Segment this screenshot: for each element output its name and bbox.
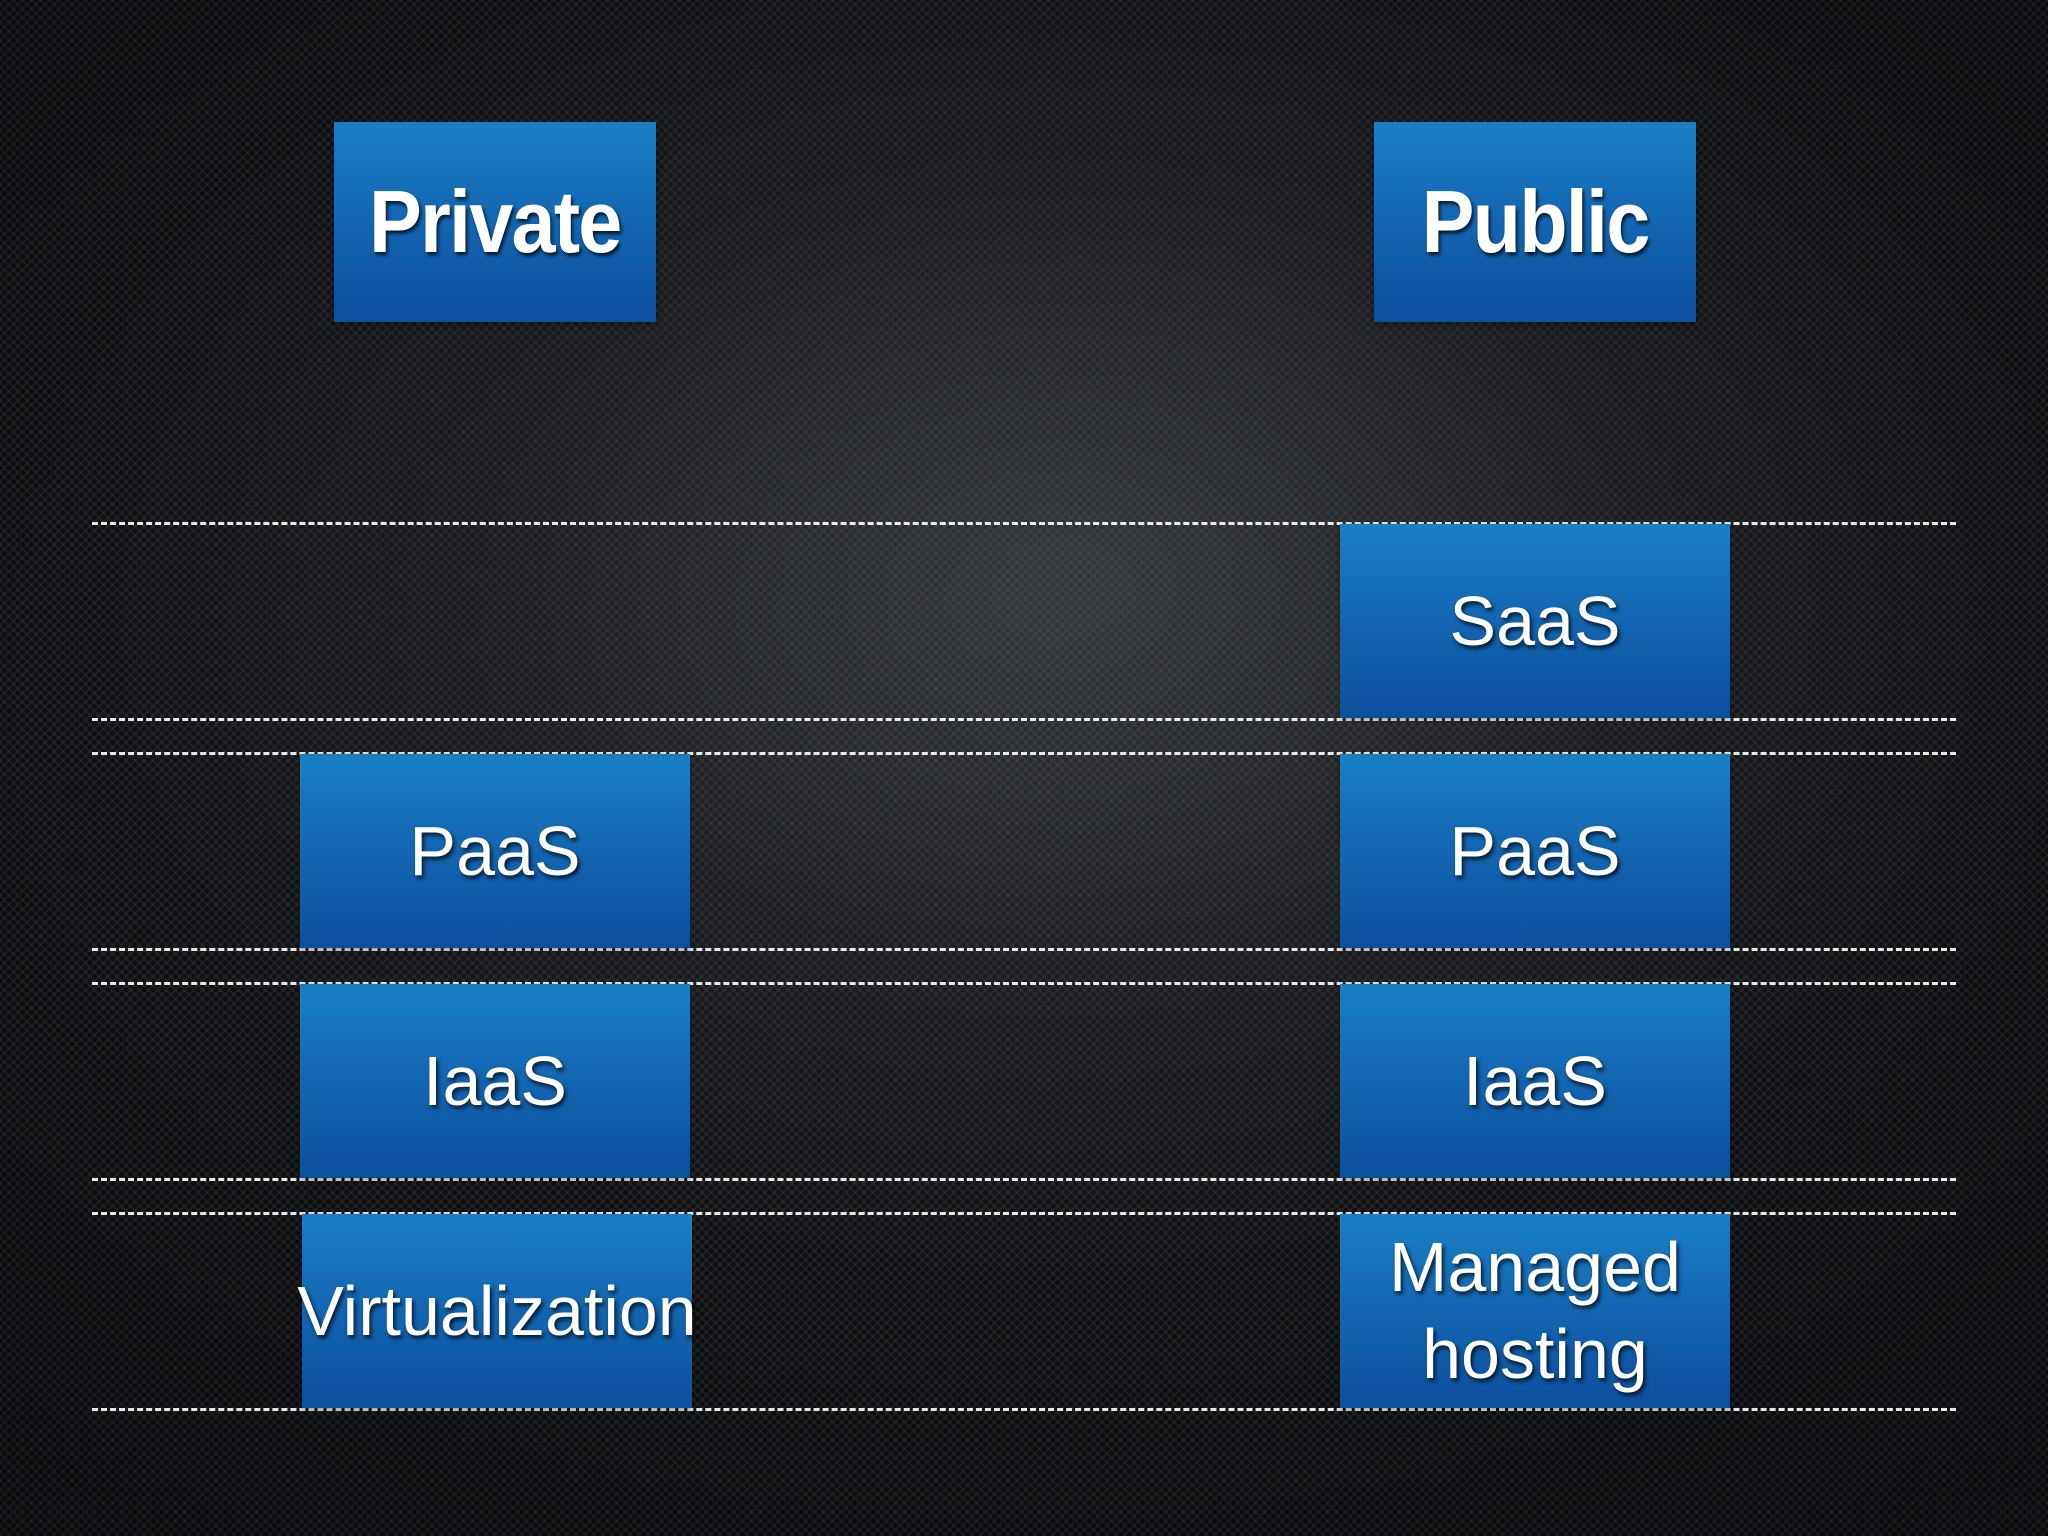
layer-divider-saas-bottom <box>92 718 1956 721</box>
private-iaas-label: IaaS <box>423 1042 567 1120</box>
layer-divider-base-bottom <box>92 1408 1956 1411</box>
private-paas-box: PaaS <box>300 754 690 948</box>
private-iaas-box: IaaS <box>300 984 690 1178</box>
layer-divider-iaas-bottom <box>92 1178 1956 1181</box>
layer-divider-iaas-top <box>92 982 1956 985</box>
public-paas-box: PaaS <box>1340 754 1730 948</box>
layer-divider-base-top <box>92 1212 1956 1215</box>
public-saas-box: SaaS <box>1340 524 1730 718</box>
public-iaas-box: IaaS <box>1340 984 1730 1178</box>
layer-divider-paas-top <box>92 752 1956 755</box>
public-iaas-label: IaaS <box>1463 1042 1607 1120</box>
public-managed-hosting-box: Managed hosting <box>1340 1214 1730 1408</box>
private-header-label: Private <box>369 172 622 271</box>
private-virtualization-box: Virtualization <box>297 1214 697 1408</box>
layer-divider-saas-top <box>92 522 1956 525</box>
private-virtualization-label: Virtualization <box>297 1272 697 1350</box>
public-saas-label: SaaS <box>1449 582 1621 660</box>
private-paas-label: PaaS <box>409 812 581 890</box>
public-header-label: Public <box>1421 172 1651 271</box>
layer-divider-paas-bottom <box>92 948 1956 951</box>
private-header-box: Private <box>334 122 656 322</box>
public-header-box: Public <box>1374 122 1696 322</box>
public-paas-label: PaaS <box>1449 812 1621 890</box>
public-managed-hosting-label: Managed hosting <box>1389 1227 1681 1394</box>
